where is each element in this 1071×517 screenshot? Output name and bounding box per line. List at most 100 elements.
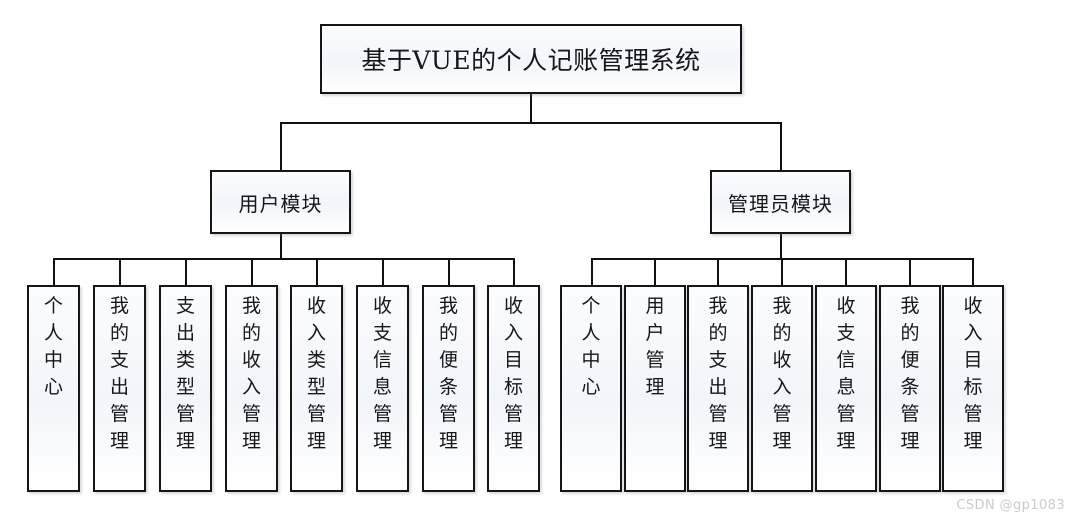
connector-root-bus bbox=[280, 122, 782, 124]
module-node-admin-label: 管理员模块 bbox=[728, 191, 833, 216]
leaf-label-char: 支 bbox=[372, 321, 392, 344]
leaf-node-my-expense-mgmt[interactable]: 我的支出管理 bbox=[93, 285, 146, 492]
leaf-label-char: 息 bbox=[372, 375, 392, 398]
connector-leaf-drop-7 bbox=[448, 258, 450, 286]
leaf-label-char: 管 bbox=[438, 402, 458, 425]
leaf-label-char: 管 bbox=[372, 402, 392, 425]
root-node-system-title[interactable]: 基于VUE的个人记账管理系统 bbox=[320, 24, 742, 94]
leaf-node-income-goal-mgmt-admin[interactable]: 收入目标管理 bbox=[942, 285, 1004, 492]
leaf-label-char: 支 bbox=[109, 348, 129, 371]
leaf-label-char: 户 bbox=[645, 321, 665, 344]
leaf-label: 收支信息管理 bbox=[358, 293, 407, 455]
leaf-label-char: 我 bbox=[109, 295, 129, 317]
leaf-label-char: 收 bbox=[836, 295, 856, 317]
leaf-label-char: 理 bbox=[109, 429, 129, 452]
leaf-node-my-income-mgmt[interactable]: 我的收入管理 bbox=[225, 285, 278, 492]
connector-leaf-drop-15 bbox=[972, 258, 974, 286]
connector-user-leaf-bus bbox=[53, 258, 513, 260]
leaf-label-char: 理 bbox=[306, 429, 326, 452]
leaf-label-char: 出 bbox=[708, 375, 728, 398]
leaf-label-char: 的 bbox=[708, 321, 728, 344]
connector-leaf-drop-5 bbox=[316, 258, 318, 286]
root-node-label: 基于VUE的个人记账管理系统 bbox=[361, 46, 701, 75]
leaf-label-char: 管 bbox=[241, 402, 261, 425]
leaf-label-char: 收 bbox=[306, 295, 326, 317]
leaf-label-char: 支 bbox=[175, 295, 195, 317]
leaf-label-char: 出 bbox=[109, 375, 129, 398]
leaf-label-char: 的 bbox=[772, 321, 792, 344]
leaf-label-char: 便 bbox=[900, 348, 920, 371]
leaf-label-char: 理 bbox=[836, 429, 856, 452]
leaf-label-char: 理 bbox=[772, 429, 792, 452]
leaf-label-char: 入 bbox=[772, 375, 792, 398]
leaf-label-char: 收 bbox=[503, 295, 523, 317]
leaf-label-char: 管 bbox=[645, 348, 665, 371]
leaf-node-my-income-mgmt-admin[interactable]: 我的收入管理 bbox=[751, 285, 813, 492]
leaf-label-char: 人 bbox=[581, 321, 601, 344]
leaf-label: 我的支出管理 bbox=[95, 293, 144, 455]
leaf-node-personal-center-admin[interactable]: 个人中心 bbox=[560, 285, 622, 492]
leaf-label-char: 理 bbox=[175, 429, 195, 452]
leaf-node-income-expense-info-admin[interactable]: 收支信息管理 bbox=[815, 285, 877, 492]
leaf-label-char: 心 bbox=[43, 375, 63, 398]
connector-leaf-drop-11 bbox=[717, 258, 719, 286]
connector-leaf-drop-2 bbox=[119, 258, 121, 286]
module-node-admin[interactable]: 管理员模块 bbox=[710, 170, 851, 234]
leaf-label-char: 标 bbox=[963, 375, 983, 398]
leaf-label-char: 个 bbox=[43, 295, 63, 317]
leaf-label-char: 我 bbox=[772, 295, 792, 317]
leaf-label-char: 个 bbox=[581, 295, 601, 317]
leaf-node-my-expense-mgmt-admin[interactable]: 我的支出管理 bbox=[687, 285, 749, 492]
leaf-label-char: 条 bbox=[438, 375, 458, 398]
leaf-node-income-type-mgmt[interactable]: 收入类型管理 bbox=[290, 285, 343, 492]
leaf-label-char: 理 bbox=[963, 429, 983, 452]
leaf-label: 收入目标管理 bbox=[489, 293, 538, 455]
leaf-label-char: 目 bbox=[503, 348, 523, 371]
leaf-node-personal-center[interactable]: 个人中心 bbox=[27, 285, 80, 492]
leaf-label-char: 的 bbox=[109, 321, 129, 344]
leaf-label-char: 入 bbox=[241, 375, 261, 398]
leaf-label-char: 管 bbox=[772, 402, 792, 425]
leaf-label-char: 入 bbox=[306, 321, 326, 344]
leaf-label: 个人中心 bbox=[29, 293, 78, 401]
leaf-label-char: 中 bbox=[43, 348, 63, 371]
leaf-label: 我的便条管理 bbox=[881, 293, 939, 455]
leaf-label-char: 心 bbox=[581, 375, 601, 398]
leaf-label-char: 便 bbox=[438, 348, 458, 371]
leaf-label: 收入类型管理 bbox=[292, 293, 341, 455]
leaf-node-income-goal-mgmt[interactable]: 收入目标管理 bbox=[487, 285, 540, 492]
leaf-label: 个人中心 bbox=[562, 293, 620, 401]
leaf-node-expense-type-mgmt[interactable]: 支出类型管理 bbox=[159, 285, 212, 492]
leaf-label-char: 管 bbox=[109, 402, 129, 425]
leaf-label-char: 的 bbox=[900, 321, 920, 344]
leaf-label-char: 入 bbox=[963, 321, 983, 344]
module-node-user[interactable]: 用户模块 bbox=[210, 170, 351, 234]
leaf-label-char: 我 bbox=[900, 295, 920, 317]
leaf-node-income-expense-info[interactable]: 收支信息管理 bbox=[356, 285, 409, 492]
leaf-label-char: 管 bbox=[175, 402, 195, 425]
leaf-label-char: 我 bbox=[241, 295, 261, 317]
leaf-node-my-note-mgmt-admin[interactable]: 我的便条管理 bbox=[879, 285, 941, 492]
connector-root-stem bbox=[530, 94, 532, 123]
leaf-label-char: 管 bbox=[836, 402, 856, 425]
leaf-label-char: 收 bbox=[772, 348, 792, 371]
leaf-node-user-mgmt[interactable]: 用户管理 bbox=[624, 285, 686, 492]
leaf-label-char: 管 bbox=[306, 402, 326, 425]
leaf-label-char: 我 bbox=[708, 295, 728, 317]
connector-leaf-drop-9 bbox=[591, 258, 593, 286]
module-node-user-label: 用户模块 bbox=[238, 191, 323, 216]
leaf-node-my-note-mgmt[interactable]: 我的便条管理 bbox=[422, 285, 475, 492]
connector-leaf-drop-4 bbox=[251, 258, 253, 286]
leaf-label: 收支信息管理 bbox=[817, 293, 875, 455]
connector-leaf-drop-10 bbox=[654, 258, 656, 286]
connector-root-to-user-module bbox=[280, 122, 282, 171]
leaf-label-char: 入 bbox=[503, 321, 523, 344]
leaf-label-char: 理 bbox=[645, 375, 665, 398]
leaf-label: 收入目标管理 bbox=[944, 293, 1002, 455]
leaf-label-char: 型 bbox=[306, 375, 326, 398]
leaf-label-char: 管 bbox=[900, 402, 920, 425]
leaf-label-char: 目 bbox=[963, 348, 983, 371]
csdn-watermark: CSDN @gp1083 bbox=[956, 498, 1065, 513]
leaf-label-char: 我 bbox=[438, 295, 458, 317]
